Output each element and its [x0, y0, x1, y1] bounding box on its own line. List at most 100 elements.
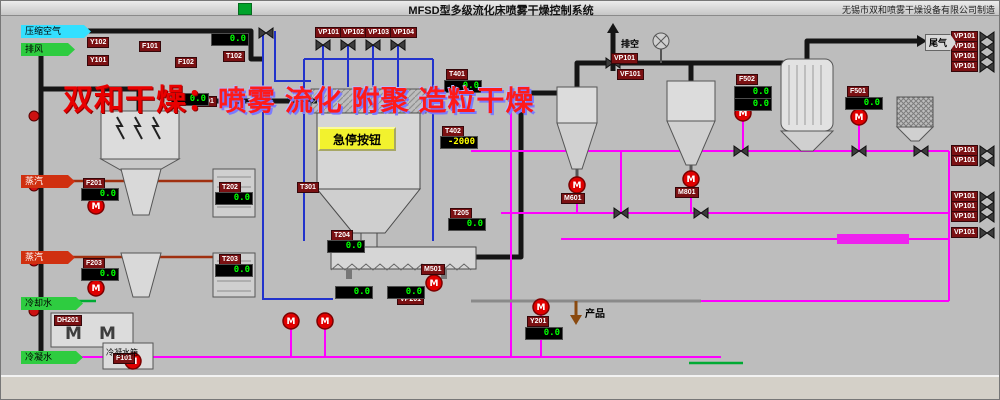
tag-t301: T301 — [297, 182, 319, 193]
tag-f101: F101 — [139, 41, 161, 52]
tag-vp101-r4: VP101 — [951, 61, 979, 72]
tag-t102: T102 — [223, 51, 245, 62]
tailgas-label: 尾气 — [925, 34, 956, 51]
pipe-label-band — [837, 234, 909, 244]
tag-t401: T401 — [446, 69, 468, 80]
control-bar: 3 清洗等待状态 自动开始 自动停止 消报警音 喷 雾 CIP 喷雾设置 清洗设… — [1, 375, 999, 399]
valve-r9[interactable] — [979, 211, 995, 223]
supply-label: 冷凝水 — [25, 352, 53, 362]
tag-f501: F501 — [847, 86, 869, 97]
display-bed-1: 0.0 — [335, 286, 373, 299]
display-t401: 0.0 — [444, 80, 482, 93]
supply-exhaust: 排风 — [21, 43, 75, 56]
supply-label: 蒸汽 — [25, 176, 44, 186]
pump-y201[interactable] — [532, 298, 550, 316]
pump-m501[interactable] — [425, 274, 443, 292]
bag-filter[interactable] — [99, 110, 181, 178]
display-t204: 0.0 — [327, 240, 365, 253]
valve-r4[interactable] — [979, 61, 995, 73]
supply-label: 压缩空气 — [25, 26, 62, 36]
tag-vp101-vent: VP101 — [611, 53, 639, 64]
display-f102: 0.0 — [211, 33, 249, 46]
valve-mid-1[interactable] — [733, 145, 749, 157]
product-arrow — [570, 315, 582, 325]
pump-f501[interactable] — [850, 108, 868, 126]
pump-bottom-2[interactable] — [316, 312, 334, 330]
display-f501: 0.0 — [845, 97, 883, 110]
tag-vf101: VF101 — [617, 69, 644, 80]
valve-r10[interactable] — [979, 227, 995, 239]
pipe-nodes — [28, 110, 40, 317]
condensate-tank-label: 冷凝水箱 — [106, 348, 138, 357]
supply-condensate: 冷凝水 — [21, 351, 83, 364]
display-f203: 0.0 — [81, 268, 119, 281]
tailgas-arrow — [917, 35, 927, 47]
valve-r3[interactable] — [979, 51, 995, 63]
vent-label: 排空 — [621, 39, 640, 49]
tag-vp101-r10: VP101 — [951, 227, 979, 238]
tag-vp101-r6: VP101 — [951, 155, 979, 166]
display-t201: 0.0 — [171, 93, 209, 106]
supply-label: 冷却水 — [25, 298, 53, 308]
pump-f203[interactable] — [87, 279, 105, 297]
page-title: MFSD型多级流化床喷雾干燥控制系统 — [408, 5, 594, 17]
supply-steam-1: 蒸汽 — [21, 175, 75, 188]
valve-air-main[interactable] — [258, 27, 274, 39]
tag-f102: F102 — [175, 57, 197, 68]
hopper-1[interactable] — [666, 80, 716, 173]
valve-mid-5[interactable] — [693, 207, 709, 219]
product-label: 产品 — [585, 309, 605, 320]
vent-arrow — [607, 23, 619, 33]
svg-text:M: M — [99, 324, 116, 344]
piping-black — [38, 28, 919, 361]
pump-bottom-1[interactable] — [282, 312, 300, 330]
process-schematic: M — [28, 23, 995, 370]
exhaust-filter[interactable] — [895, 96, 935, 142]
display-f502-b: 0.0 — [734, 98, 772, 111]
tag-y101: Y101 — [87, 55, 110, 66]
tail-gas-condenser[interactable] — [779, 58, 835, 152]
valve-r8[interactable] — [979, 201, 995, 213]
tag-vp103-top: VP103 — [365, 27, 393, 38]
display-t202: 0.0 — [215, 192, 253, 205]
exhaust-fan[interactable] — [652, 32, 670, 63]
cyclone-1[interactable] — [556, 86, 598, 177]
display-bed-2: 0.0 — [387, 286, 425, 299]
cyclone-left-2[interactable] — [120, 252, 162, 298]
tag-y201: Y201 — [527, 316, 550, 327]
tag-vp102-top: VP102 — [340, 27, 368, 38]
display-f201: 0.0 — [81, 188, 119, 201]
tag-vp101-r9: VP101 — [951, 211, 979, 222]
tag-dh201: DH201 — [54, 315, 82, 326]
display-t203: 0.0 — [215, 264, 253, 277]
display-f502-a: 0.0 — [734, 86, 772, 99]
tag-f502: F502 — [736, 74, 758, 85]
supply-label: 蒸汽 — [25, 252, 44, 262]
cyclone-left-1[interactable] — [120, 168, 162, 216]
display-t402: -2000 — [440, 136, 478, 149]
valve-r5[interactable] — [979, 145, 995, 157]
pump-m601[interactable] — [568, 176, 586, 194]
title-bar: MFSD型多级流化床喷雾干燥控制系统 无锡市双和喷雾干燥设备有限公司制造 — [1, 1, 999, 17]
valve-mid-3[interactable] — [913, 145, 929, 157]
title-bar-icon — [238, 3, 252, 15]
valve-r1[interactable] — [979, 31, 995, 43]
supply-compressed-air: 压缩空气 — [21, 25, 91, 38]
display-y201: 0.0 — [525, 327, 563, 340]
piping-blue — [262, 31, 434, 300]
valve-r6[interactable] — [979, 155, 995, 167]
display-t205: 0.0 — [448, 218, 486, 231]
tag-y102: Y102 — [87, 37, 110, 48]
manufacturer-label: 无锡市双和喷雾干燥设备有限公司制造 — [841, 5, 995, 15]
emergency-stop-button[interactable]: 急停按钮 — [318, 127, 396, 151]
supply-cooling-water: 冷却水 — [21, 297, 83, 310]
pump-m801[interactable] — [682, 170, 700, 188]
valve-r7[interactable] — [979, 191, 995, 203]
spray-dryer-tower[interactable] — [310, 88, 427, 250]
tag-m601: M601 — [561, 193, 585, 204]
valve-r2[interactable] — [979, 41, 995, 53]
tag-m501: M501 — [421, 264, 445, 275]
supply-label: 排风 — [25, 44, 44, 54]
tag-m801: M801 — [675, 187, 699, 198]
